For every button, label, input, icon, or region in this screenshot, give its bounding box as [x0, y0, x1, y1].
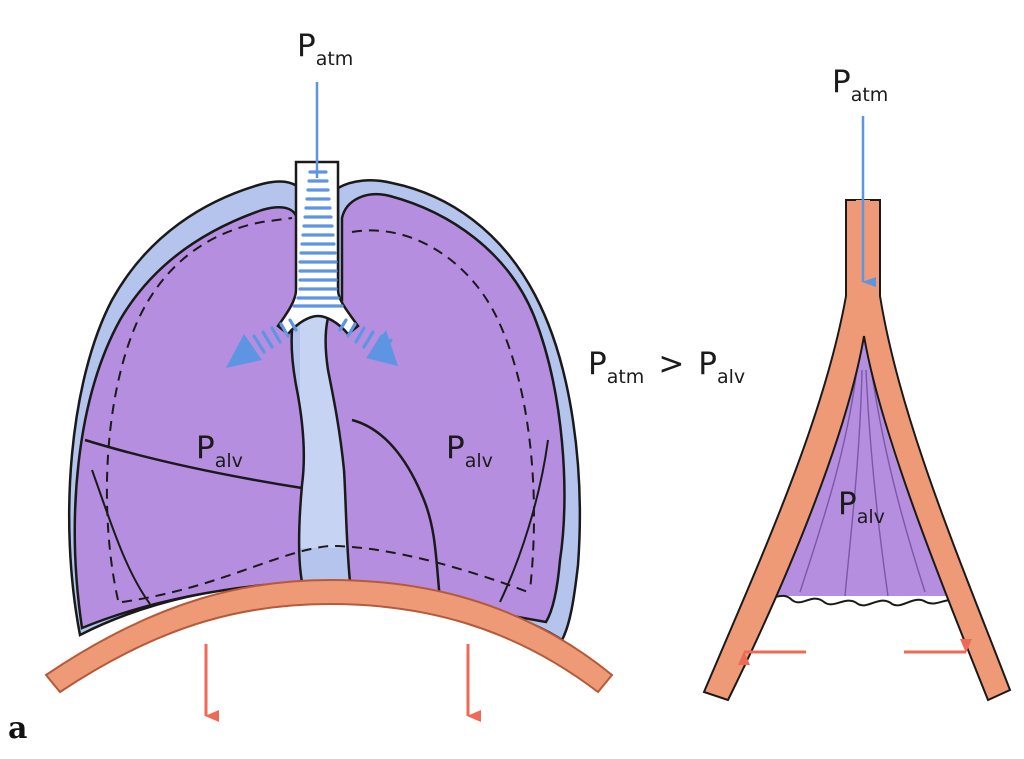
p-symbol: P	[588, 346, 607, 382]
p-symbol: P	[832, 64, 851, 100]
alv-subscript: alv	[215, 450, 243, 472]
p-symbol: P	[297, 28, 316, 64]
p-symbol: P	[838, 486, 857, 522]
p-symbol: P	[698, 346, 717, 382]
atm-subscript: atm	[851, 84, 889, 106]
atm-subscript: atm	[607, 366, 645, 388]
atm-subscript: atm	[316, 48, 354, 70]
alv-subscript: alv	[857, 506, 885, 528]
alv-subscript: alv	[465, 450, 493, 472]
pressure-relation: Patm > Palv	[588, 346, 745, 388]
thorax-lung-illustration	[46, 82, 612, 716]
greater-than-sign: >	[658, 346, 684, 382]
model-sac-membrane	[764, 596, 958, 606]
p-symbol: P	[446, 430, 465, 466]
patm-label-right: Patm	[832, 64, 888, 106]
patm-label-left: Patm	[297, 28, 353, 70]
panel-letter: a	[8, 711, 27, 746]
p-symbol: P	[196, 430, 215, 466]
bellows-model-illustration	[704, 116, 1010, 700]
left-lung	[75, 207, 304, 628]
right-lung	[326, 194, 565, 622]
alv-subscript: alv	[717, 366, 745, 388]
